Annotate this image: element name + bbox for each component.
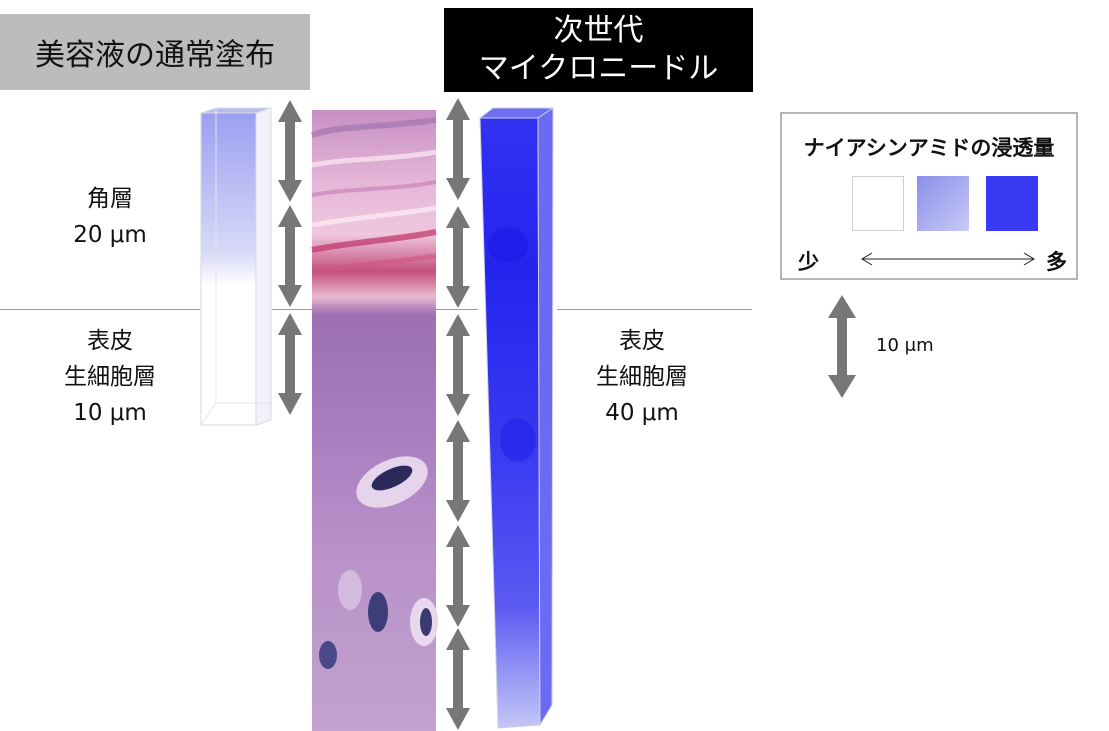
scale-bar-arrow bbox=[828, 295, 856, 398]
layer-boundary-right bbox=[557, 309, 752, 310]
mid-arrow-1 bbox=[446, 98, 470, 200]
left-arrow-2 bbox=[278, 205, 302, 307]
legend-swatch-high bbox=[986, 176, 1038, 231]
left-arrow-1 bbox=[278, 100, 302, 202]
legend-low-label: 少 bbox=[798, 250, 819, 274]
right-penetration-column bbox=[478, 107, 555, 729]
left-penetration-column bbox=[200, 107, 272, 426]
layer-boundary-mid-right bbox=[436, 309, 478, 310]
legend-title: ナイアシンアミドの浸透量 bbox=[803, 136, 1055, 160]
left-depth-arrows bbox=[278, 100, 302, 415]
mid-arrow-3 bbox=[446, 314, 470, 416]
right-title-line1: 次世代 bbox=[553, 13, 644, 48]
stratum-corneum-depth: 20 μm bbox=[73, 222, 147, 248]
mid-arrow-4 bbox=[446, 420, 470, 522]
right-title-banner: 次世代 マイクロニードル bbox=[444, 8, 753, 92]
stratum-corneum-name: 角層 bbox=[87, 186, 133, 212]
legend-swatch-mid bbox=[917, 176, 969, 231]
left-epidermis-line1: 表皮 bbox=[87, 328, 133, 354]
skin-tissue-image bbox=[310, 110, 438, 731]
left-title-banner: 美容液の通常塗布 bbox=[0, 14, 310, 90]
scale-bar-label: 10 μm bbox=[876, 335, 934, 356]
right-epidermis-label: 表皮 生細胞層 40 μm bbox=[562, 323, 722, 431]
legend-swatch-low bbox=[852, 176, 904, 231]
left-epidermis-label: 表皮 生細胞層 10 μm bbox=[30, 323, 190, 431]
right-depth-arrows bbox=[446, 98, 470, 730]
left-epidermis-depth: 10 μm bbox=[73, 400, 147, 426]
legend: ナイアシンアミドの浸透量 少 多 bbox=[780, 112, 1078, 280]
right-epidermis-depth: 40 μm bbox=[605, 400, 679, 426]
stratum-corneum-label: 角層 20 μm bbox=[40, 181, 180, 253]
right-epidermis-line2: 生細胞層 bbox=[596, 364, 688, 390]
layer-boundary-left bbox=[0, 309, 200, 310]
left-arrow-3 bbox=[278, 313, 302, 415]
mid-arrow-6 bbox=[446, 628, 470, 730]
right-epidermis-line1: 表皮 bbox=[619, 328, 665, 354]
legend-double-arrow bbox=[861, 252, 1035, 266]
right-title-line2: マイクロニードル bbox=[478, 51, 719, 86]
mid-arrow-5 bbox=[446, 525, 470, 627]
left-title: 美容液の通常塗布 bbox=[35, 38, 275, 73]
legend-high-label: 多 bbox=[1046, 250, 1067, 274]
layer-boundary-mid-left bbox=[272, 309, 314, 310]
mid-arrow-2 bbox=[446, 206, 470, 308]
left-epidermis-line2: 生細胞層 bbox=[64, 364, 156, 390]
